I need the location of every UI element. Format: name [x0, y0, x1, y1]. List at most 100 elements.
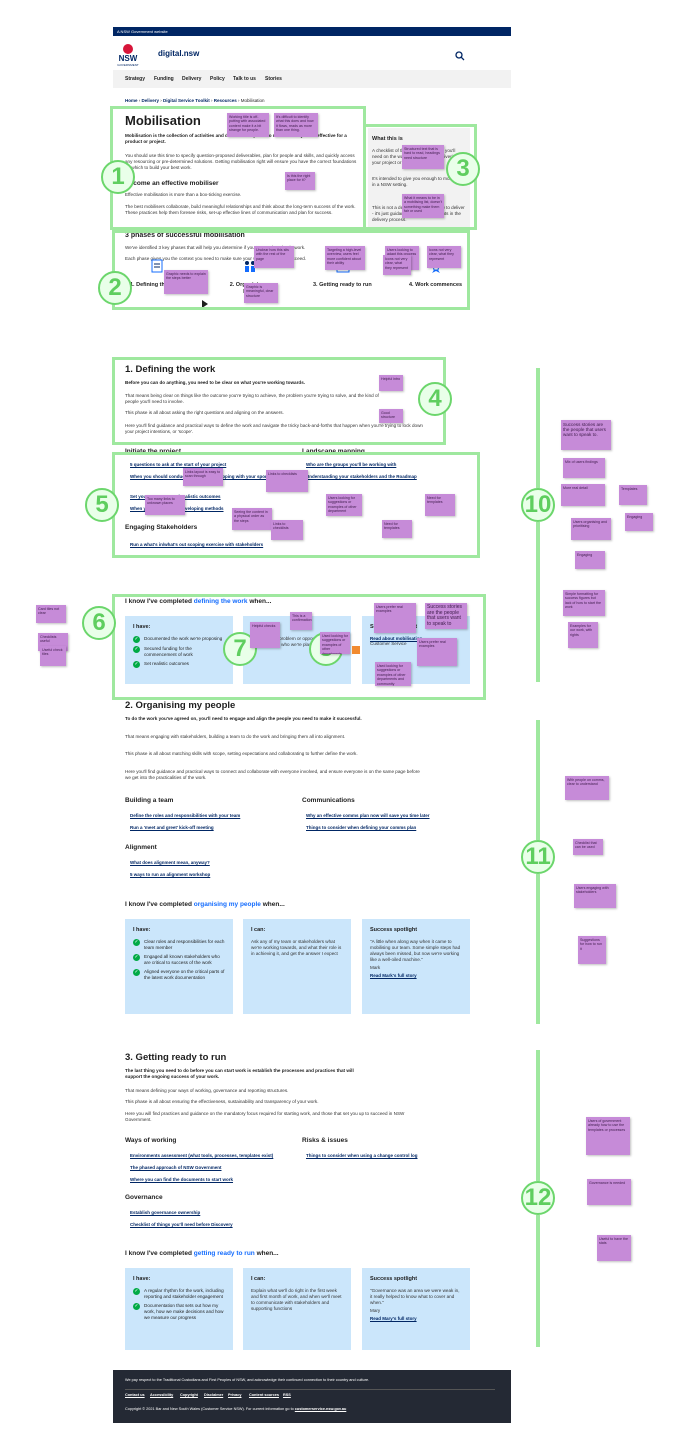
s1-link-questions[interactable]: 5 questions to ask at the start of your …	[130, 462, 227, 467]
section3-title: 3. Getting ready to run	[125, 1052, 227, 1063]
s1-spotlight-link[interactable]: Read about mobilisation	[370, 636, 423, 641]
sticky-note: Links layout is easy to scan through	[183, 468, 223, 486]
footer-rss[interactable]: RSS	[283, 1393, 291, 1397]
crumb-toolkit[interactable]: Digital Service Toolkit	[163, 98, 210, 103]
s3-card-have: I have: ✓A regular rhythm for the work, …	[125, 1268, 233, 1350]
section1-p2: This phase is all about asking the right…	[125, 410, 284, 415]
s2-spotlight-link[interactable]: Read Mark's full story	[370, 973, 417, 978]
footer-content-sources[interactable]: Content sources	[249, 1393, 279, 1397]
step-ready: 3. Getting ready to run	[313, 282, 372, 288]
footer-copyright[interactable]: Copyright	[180, 1393, 198, 1397]
sticky-note: What it means to be in a mobilising list…	[402, 194, 444, 218]
sticky-note: Used looking for suggestions or examples…	[320, 632, 350, 654]
sticky-note: With people on comms, clear to understan…	[565, 776, 609, 800]
section1-lead: Before you can do anything, you need to …	[125, 380, 306, 385]
s3-link-environments[interactable]: Environments assessment (what tools, pro…	[130, 1153, 274, 1158]
s2-card-have: I have: ✓Clear roles and responsibilitie…	[125, 919, 233, 1014]
s2-link-alignment-mean[interactable]: What does alignment mean, anyway?	[130, 860, 210, 865]
sticky-note: Examples for our work, with rights	[568, 622, 598, 648]
what-this-is-p2: It's intended to give you enough to mobi…	[372, 176, 462, 187]
footer-contact[interactable]: Contact us	[125, 1393, 145, 1397]
card-title: Success spotlight	[370, 927, 418, 933]
s2-link-comms-plan[interactable]: Why an effective comms plan now will sav…	[306, 813, 430, 818]
sticky-note: Mix of users findings	[563, 458, 605, 478]
logo-sub: GOVERNMENT	[117, 63, 139, 67]
s3-link-discovery[interactable]: Checklist of things you'll need before D…	[130, 1222, 233, 1227]
sticky-note: More real detail	[561, 484, 605, 506]
section3-p2: This phase is all about ensuring the eff…	[125, 1099, 319, 1104]
site-footer	[113, 1370, 511, 1423]
s1-link-stakeholders[interactable]: Understanding your stakeholders and the …	[306, 474, 417, 479]
nav-talk-to-us[interactable]: Talk to us	[233, 76, 256, 82]
card-text: Explain what we'll do right in the first…	[251, 1288, 342, 1311]
play-arrow-icon	[202, 300, 208, 308]
s3-link-phased[interactable]: The phased approach of NSW Government	[130, 1165, 222, 1170]
card-title: I have:	[133, 927, 151, 933]
sticky-note: Links to checklists	[266, 470, 308, 492]
sticky-note: Templates	[619, 485, 647, 505]
crumb-home[interactable]: Home	[125, 98, 138, 103]
nav-stories[interactable]: Stories	[265, 76, 282, 82]
sticky-note: Unclear how this sits with the rest of t…	[254, 246, 294, 268]
breadcrumb: Home › Delivery › Digital Service Toolki…	[125, 98, 265, 103]
document-icon	[149, 258, 165, 274]
footer-privacy[interactable]: Privacy	[228, 1393, 242, 1397]
sticky-note: Icons not very clear, what they represen…	[383, 255, 411, 275]
s1-link-groups[interactable]: Who are the groups you'll be working wit…	[306, 462, 397, 467]
sticky-note: Users prefer real examples	[374, 603, 416, 633]
s2-link-comms-consider[interactable]: Things to consider when defining your co…	[306, 825, 417, 830]
annotation-line-12a	[536, 1050, 540, 1181]
card-text: Ask any of my team or stakeholders what …	[251, 939, 342, 956]
s3-spotlight-link[interactable]: Read Mary's full story	[370, 1316, 417, 1321]
crumb-resources[interactable]: Resources	[213, 98, 237, 103]
s1-link-scoping[interactable]: Run a what's in/what's out scoping exerc…	[130, 542, 264, 547]
sticky-note: Icons not very clear, what they represen…	[427, 246, 461, 268]
annotation-box-2	[112, 230, 470, 310]
s3-link-documents[interactable]: Where you can find the documents to star…	[130, 1177, 234, 1182]
footer-cs-link[interactable]: customerservice.nsw.gov.au	[294, 1407, 347, 1411]
section1-p1: That means being clear on things like th…	[125, 393, 379, 404]
s2-link-roles[interactable]: Define the roles and responsibilities wi…	[130, 813, 241, 818]
nsw-logo[interactable]: NSW GOVERNMENT	[113, 43, 143, 67]
check-icon: ✓	[133, 1288, 140, 1295]
site-name[interactable]: digital.nsw	[158, 49, 200, 58]
waratah-icon: NSW GOVERNMENT	[117, 44, 139, 67]
annotation-number-4: 4	[418, 382, 452, 416]
crumb-delivery[interactable]: Delivery	[141, 98, 160, 103]
check-icon: ✓	[133, 969, 140, 976]
section3-p1: That means defining your ways of working…	[125, 1088, 289, 1093]
step-defining: 1. Defining the work	[130, 282, 183, 288]
card-title: I can:	[251, 1276, 266, 1282]
card-title: I can:	[251, 927, 266, 933]
page-title: Mobilisation	[125, 113, 201, 128]
footer-disclaimer[interactable]: Disclaimer	[204, 1393, 224, 1397]
footer-accessibility[interactable]: Accessibility	[150, 1393, 174, 1397]
sticky-note: Helpful intro	[379, 375, 403, 391]
s3-card-spotlight: Success spotlight "Governance was an are…	[362, 1268, 470, 1350]
footer-ack: We pay respect to the Traditional Custod…	[125, 1378, 370, 1382]
nav-delivery[interactable]: Delivery	[182, 76, 202, 82]
s2-link-meet-greet[interactable]: Run a 'meet and greet' kick-off meeting	[130, 825, 214, 830]
intro-subhead: Become an effective mobiliser	[125, 180, 219, 187]
sticky-note: Useful to have the stats	[597, 1235, 631, 1261]
sticky-note: Working title is off-putting with associ…	[227, 113, 269, 137]
s3-link-change-control[interactable]: Things to consider when using a change c…	[306, 1153, 418, 1158]
intro-p2: Effective mobilisation is more than a bo…	[125, 192, 242, 197]
card-text: "Governance was an area we were weak in,…	[370, 1288, 460, 1305]
search-icon[interactable]	[455, 48, 465, 61]
s2-col1-title: Building a team	[125, 797, 174, 804]
section2-p1: That means engaging with stakeholders, b…	[125, 734, 346, 739]
nav-funding[interactable]: Funding	[154, 76, 174, 82]
s3-link-governance[interactable]: Establish governance ownership	[130, 1210, 201, 1215]
sticky-note: Users organising and prioritising	[571, 518, 611, 540]
nav-strategy[interactable]: Strategy	[125, 76, 146, 82]
section3-lead: The last thing you need to do before you…	[125, 1068, 354, 1079]
crumb-current: Mobilisation	[240, 98, 265, 103]
annotation-number-10: 10	[521, 488, 555, 522]
sticky-note: Need for templates	[425, 494, 455, 516]
nav-policy[interactable]: Policy	[210, 76, 225, 82]
s2-link-alignment-workshop[interactable]: 5 ways to run an alignment workshop	[130, 872, 211, 877]
s3-card-can: I can: Explain what we'll do right in th…	[243, 1268, 351, 1350]
card-text: Customer Service	[370, 641, 407, 646]
check-icon: ✓	[133, 636, 140, 643]
